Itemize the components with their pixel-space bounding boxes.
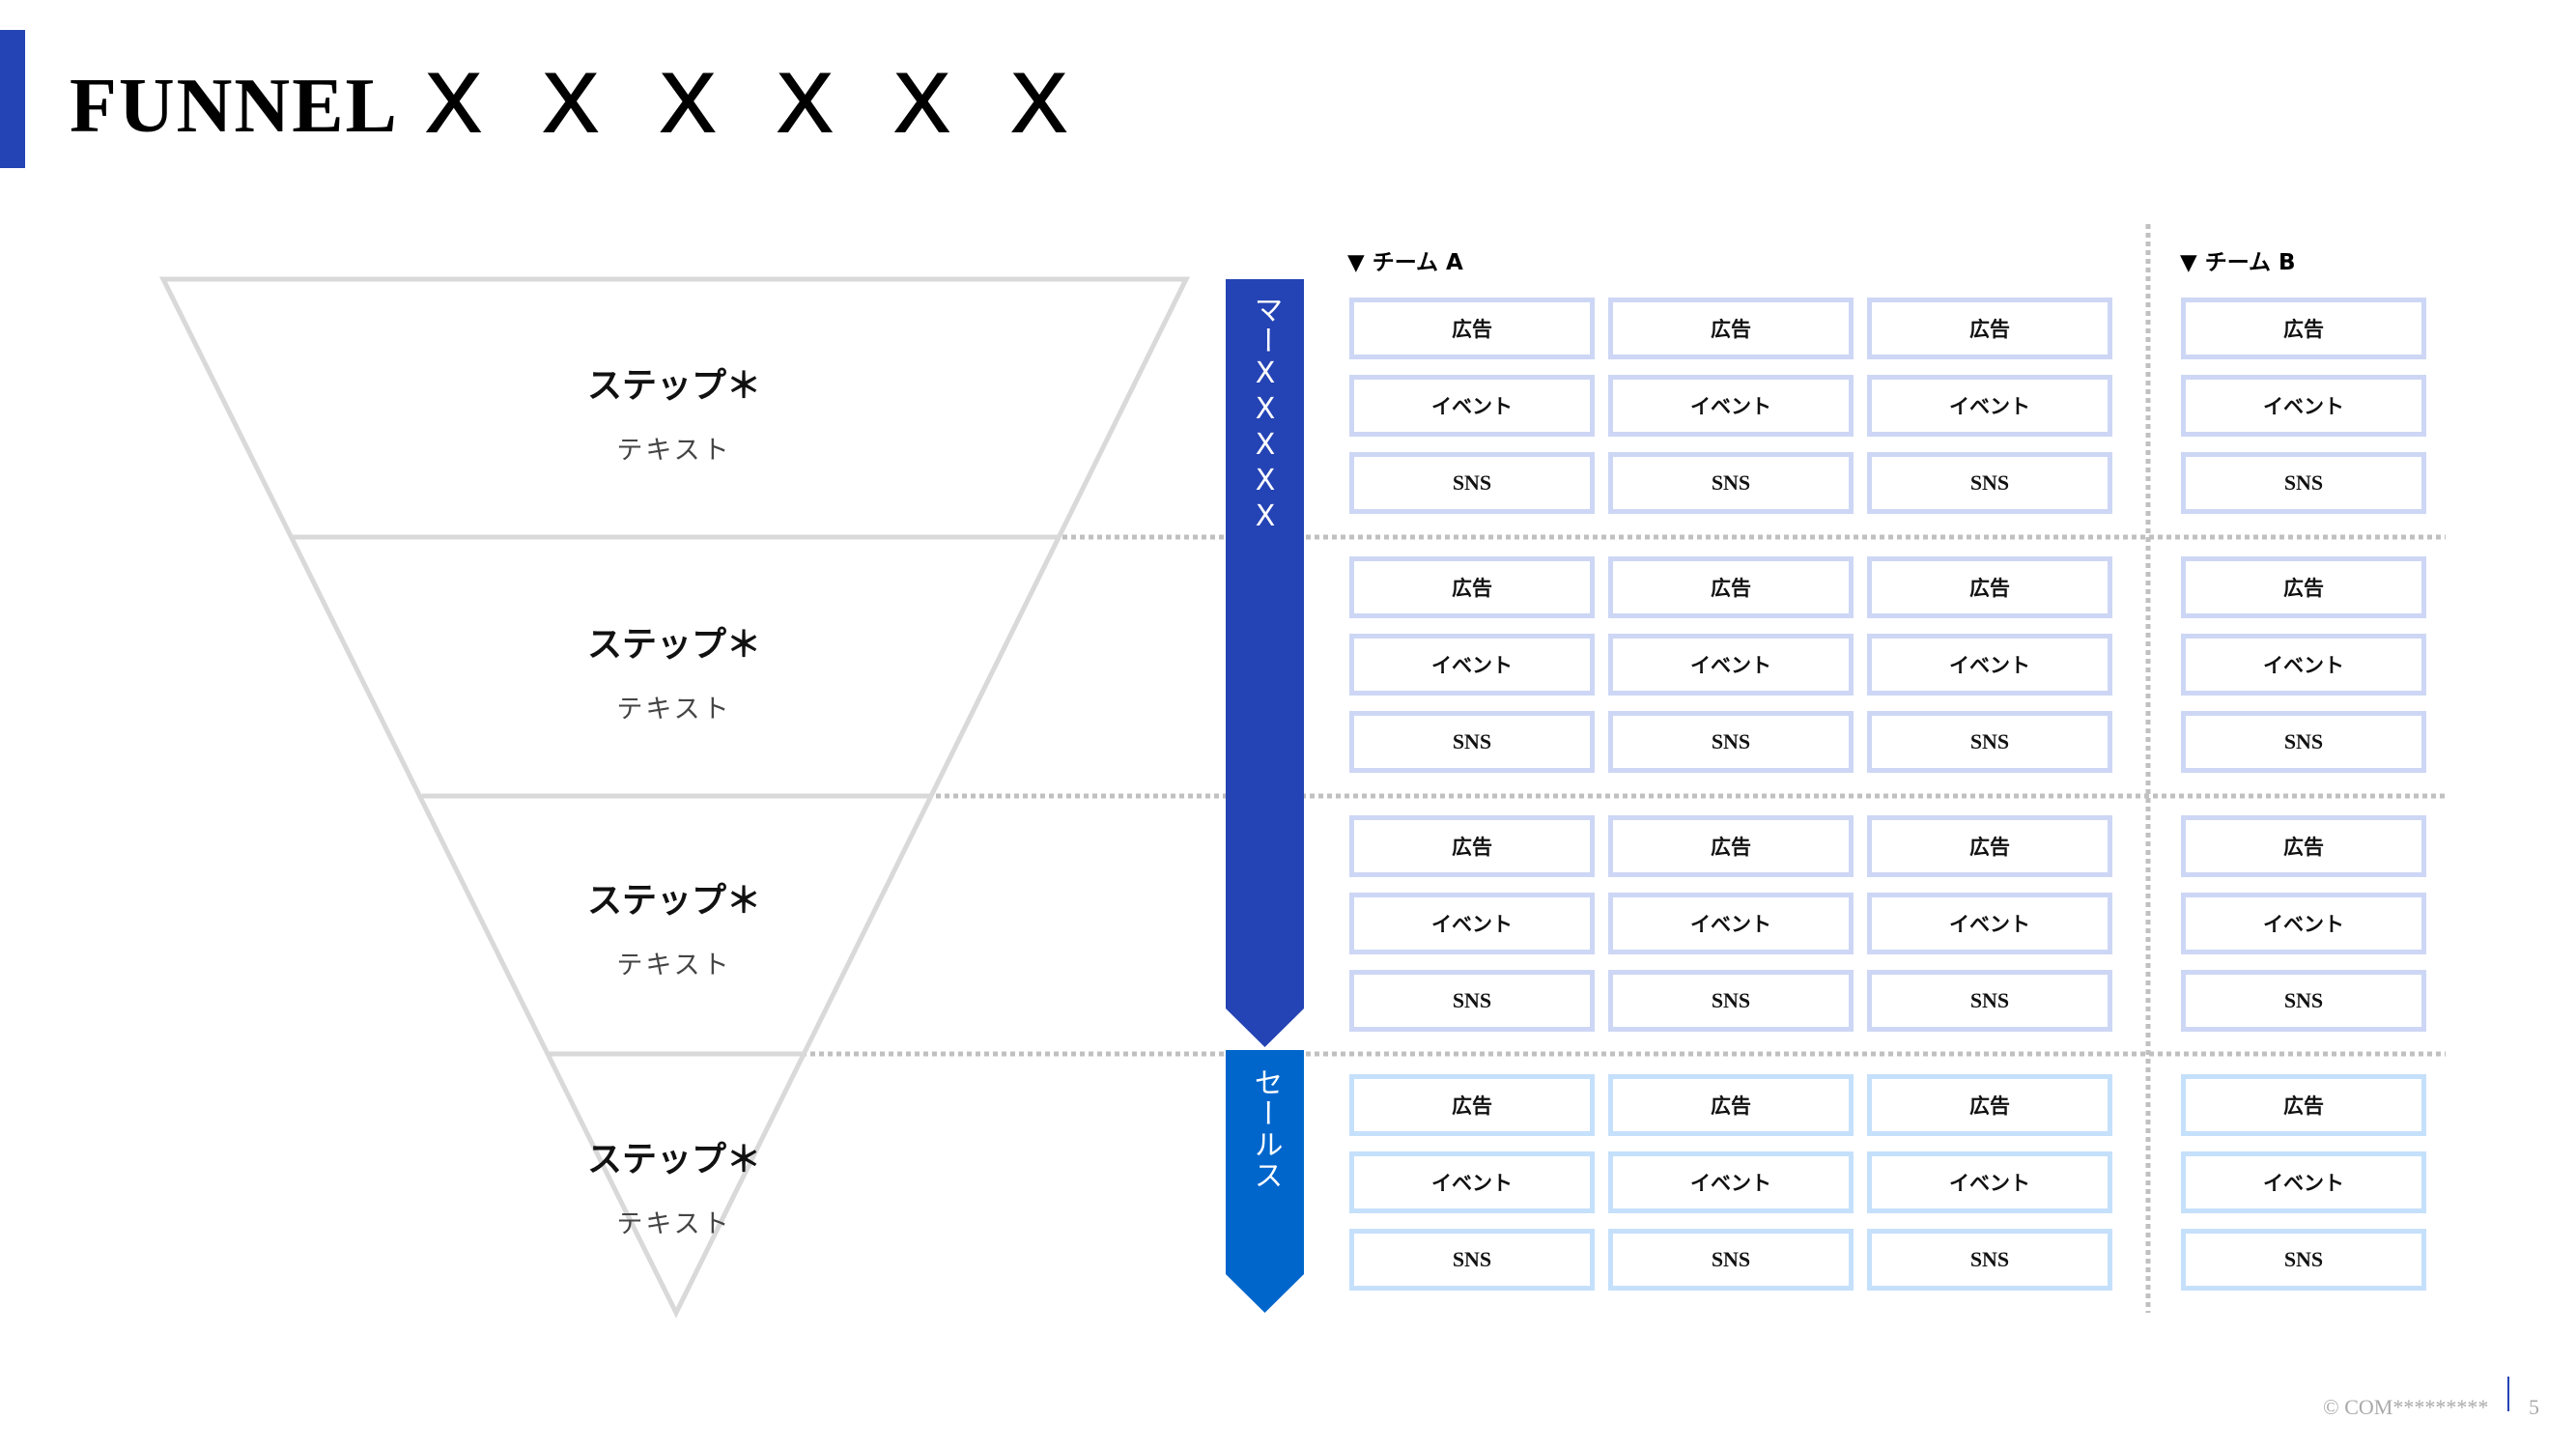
funnel-step-3: ステップ＊ テキスト bbox=[481, 872, 867, 981]
team-a-ad-cell: 広告 bbox=[1867, 298, 2112, 359]
sales-arrow bbox=[1226, 1050, 1304, 1313]
team-a-sns-cell: SNS bbox=[1608, 1229, 1854, 1291]
marketing-arrow bbox=[1226, 279, 1304, 1047]
team-a-ad-cell: 広告 bbox=[1608, 298, 1854, 359]
team-a-ad-cell: 広告 bbox=[1608, 1074, 1854, 1136]
team-b-ad-cell: 広告 bbox=[2181, 815, 2426, 877]
team-a-sns-cell: SNS bbox=[1349, 711, 1595, 773]
step-text: テキスト bbox=[616, 436, 732, 466]
team-b-sns-cell: SNS bbox=[2181, 711, 2426, 773]
team-a-label: ▼ チーム A bbox=[1347, 250, 1463, 275]
team-a-event-cell: イベント bbox=[1867, 375, 2112, 437]
team-a-event-cell: イベント bbox=[1349, 634, 1595, 696]
step-heading: ステップ＊ bbox=[586, 366, 761, 406]
team-b-event-cell: イベント bbox=[2181, 375, 2426, 437]
marketing-phase-label: マーXXXXX bbox=[1248, 295, 1283, 535]
team-a-ad-cell: 広告 bbox=[1349, 556, 1595, 618]
step-text: テキスト bbox=[616, 951, 732, 980]
copyright: © COM********* bbox=[2323, 1395, 2489, 1419]
page-title: FUNNEL X X X X X X bbox=[70, 56, 1087, 152]
step-text: テキスト bbox=[616, 1209, 732, 1239]
team-a-event-cell: イベント bbox=[1349, 893, 1595, 954]
team-a-sns-cell: SNS bbox=[1867, 970, 2112, 1032]
funnel-step-4: ステップ＊ テキスト bbox=[481, 1131, 867, 1240]
team-a-ad-cell: 広告 bbox=[1608, 556, 1854, 618]
team-a-sns-cell: SNS bbox=[1867, 711, 2112, 773]
step-heading: ステップ＊ bbox=[586, 1140, 761, 1179]
team-a-event-cell: イベント bbox=[1349, 375, 1595, 437]
title-accent-bar bbox=[0, 30, 25, 168]
team-b-event-cell: イベント bbox=[2181, 1151, 2426, 1213]
team-b-event-cell: イベント bbox=[2181, 634, 2426, 696]
team-a-sns-cell: SNS bbox=[1608, 711, 1854, 773]
page-number: 5 bbox=[2529, 1395, 2539, 1419]
team-b-ad-cell: 広告 bbox=[2181, 1074, 2426, 1136]
team-a-ad-cell: 広告 bbox=[1867, 1074, 2112, 1136]
team-a-event-cell: イベント bbox=[1867, 893, 2112, 954]
team-a-ad-cell: 広告 bbox=[1349, 815, 1595, 877]
footer-separator bbox=[2507, 1377, 2509, 1411]
team-b-ad-cell: 広告 bbox=[2181, 556, 2426, 618]
funnel-step-2: ステップ＊ テキスト bbox=[481, 616, 867, 725]
team-b-ad-cell: 広告 bbox=[2181, 298, 2426, 359]
team-a-sns-cell: SNS bbox=[1867, 1229, 2112, 1291]
team-a-ad-cell: 広告 bbox=[1867, 815, 2112, 877]
team-a-sns-cell: SNS bbox=[1608, 970, 1854, 1032]
team-b-sns-cell: SNS bbox=[2181, 452, 2426, 514]
step-text: テキスト bbox=[616, 695, 732, 724]
team-a-event-cell: イベント bbox=[1608, 893, 1854, 954]
team-a-ad-cell: 広告 bbox=[1867, 556, 2112, 618]
title-suffix: X X X X X X bbox=[425, 56, 1087, 151]
team-a-event-cell: イベント bbox=[1867, 1151, 2112, 1213]
team-a-sns-cell: SNS bbox=[1608, 452, 1854, 514]
title-main: FUNNEL bbox=[70, 64, 399, 149]
sales-phase-label: セールス bbox=[1248, 1067, 1283, 1191]
step-heading: ステップ＊ bbox=[586, 625, 761, 665]
team-b-sns-cell: SNS bbox=[2181, 1229, 2426, 1291]
team-b-label: ▼ チーム B bbox=[2180, 250, 2296, 275]
team-a-sns-cell: SNS bbox=[1349, 452, 1595, 514]
team-a-sns-cell: SNS bbox=[1349, 970, 1595, 1032]
team-a-sns-cell: SNS bbox=[1349, 1229, 1595, 1291]
team-a-ad-cell: 広告 bbox=[1608, 815, 1854, 877]
team-a-event-cell: イベント bbox=[1608, 1151, 1854, 1213]
team-a-ad-cell: 広告 bbox=[1349, 298, 1595, 359]
funnel-step-1: ステップ＊ テキスト bbox=[481, 357, 867, 467]
team-b-event-cell: イベント bbox=[2181, 893, 2426, 954]
team-a-event-cell: イベント bbox=[1608, 375, 1854, 437]
team-a-sns-cell: SNS bbox=[1867, 452, 2112, 514]
step-heading: ステップ＊ bbox=[586, 881, 761, 921]
team-a-event-cell: イベント bbox=[1867, 634, 2112, 696]
team-a-event-cell: イベント bbox=[1608, 634, 1854, 696]
team-b-sns-cell: SNS bbox=[2181, 970, 2426, 1032]
team-a-event-cell: イベント bbox=[1349, 1151, 1595, 1213]
team-a-ad-cell: 広告 bbox=[1349, 1074, 1595, 1136]
